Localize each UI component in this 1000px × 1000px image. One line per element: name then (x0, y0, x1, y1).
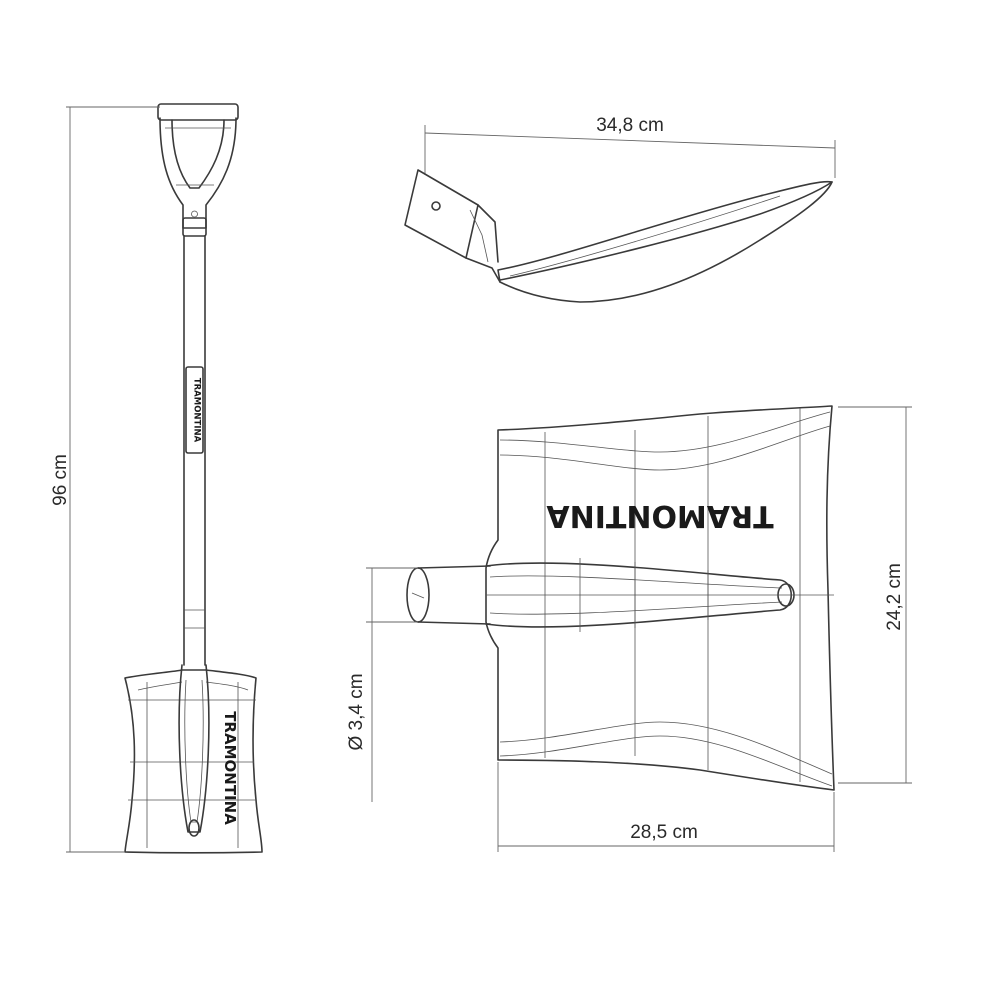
top-brand-label: TRAMONTINA (546, 498, 774, 533)
blade-width-dimension (497, 762, 835, 852)
blade-height-label: 24,2 cm (884, 563, 905, 631)
side-view (404, 125, 836, 303)
d-grip-handle (157, 103, 239, 237)
front-blade (124, 664, 263, 854)
handle-diameter-label: Ø 3,4 cm (346, 673, 367, 750)
total-length-dimension (66, 106, 160, 853)
shaft-brand-label: TRAMONTINA (192, 378, 202, 443)
front-view: TRAMONTINA TRAMONTINA 96 cm (50, 103, 263, 854)
shaft (183, 235, 206, 666)
handle-diameter-dimension (366, 567, 418, 802)
blade-height-dimension (838, 406, 912, 784)
blade-brand-label: TRAMONTINA (221, 711, 239, 825)
blade-width-label: 28,5 cm (630, 822, 698, 843)
top-view (406, 405, 835, 791)
total-length-label: 96 cm (50, 454, 71, 506)
blade-length-label: 34,8 cm (596, 115, 664, 136)
